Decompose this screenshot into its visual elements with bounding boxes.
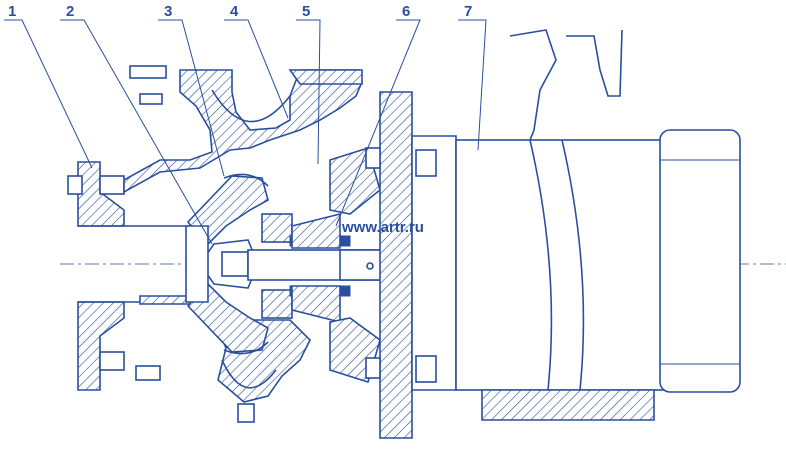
leader-lines: [4, 19, 487, 245]
callout-1: 1: [8, 3, 16, 20]
volute-casing: [123, 65, 363, 423]
motor-flange: [365, 91, 457, 439]
callout-5: 5: [302, 3, 310, 20]
callout-2: 2: [66, 3, 74, 20]
callout-3: 3: [164, 3, 172, 20]
electric-motor: [455, 29, 741, 421]
watermark-text: www.artr.ru: [341, 219, 424, 236]
callout-4: 4: [230, 3, 239, 20]
callout-6: 6: [402, 3, 410, 20]
suction-flange: [67, 161, 190, 391]
callout-7: 7: [464, 3, 472, 20]
